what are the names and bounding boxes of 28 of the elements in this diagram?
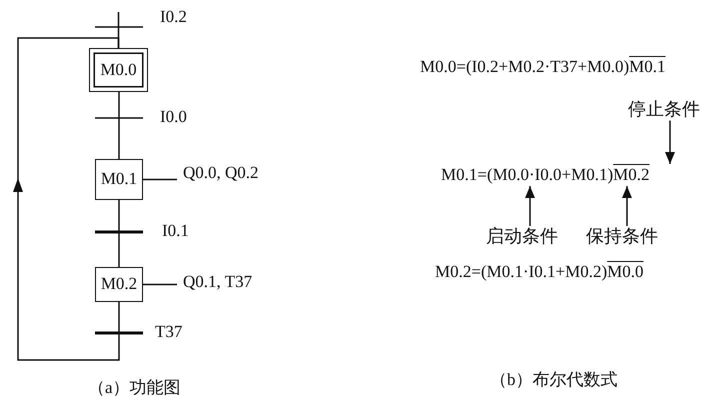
initial-step-box: M0.0	[89, 48, 148, 92]
arrow	[622, 186, 632, 226]
action-label: Q0.1, T37	[177, 272, 252, 292]
equation-text: M0.2=(M0.1·I0.1+M0.2)	[435, 262, 608, 281]
equation-text: M0.0=(I0.2+M0.2·T37+M0.0)	[420, 57, 630, 76]
caption: （b）布尔代数式	[490, 370, 618, 390]
annotation-text: 停止条件	[628, 99, 700, 121]
connector-line	[143, 178, 177, 180]
arrow	[13, 37, 120, 361]
negated-term: M0.2	[613, 165, 650, 184]
transition-label: T37	[155, 322, 182, 342]
arrow	[525, 186, 535, 226]
transition-label: I0.1	[162, 221, 189, 242]
transition-label: I0.0	[160, 107, 187, 128]
transition-label: I0.2	[160, 7, 187, 28]
connector-line	[143, 284, 177, 286]
arrow	[665, 120, 675, 164]
negated-term: M0.0	[607, 262, 644, 281]
step-box: M0.1	[95, 159, 143, 200]
step-box: M0.2	[95, 267, 143, 302]
action-label: Q0.0, Q0.2	[177, 163, 259, 184]
negated-term: M0.1	[629, 57, 666, 76]
connector-line	[118, 92, 120, 159]
annotation-text: 启动条件	[486, 226, 558, 248]
annotation-text: 保持条件	[586, 226, 658, 248]
equation-text: M0.1=(M0.0·I0.0+M0.1)	[441, 165, 614, 184]
connector-line	[118, 200, 120, 267]
caption: （a）功能图	[88, 378, 181, 398]
